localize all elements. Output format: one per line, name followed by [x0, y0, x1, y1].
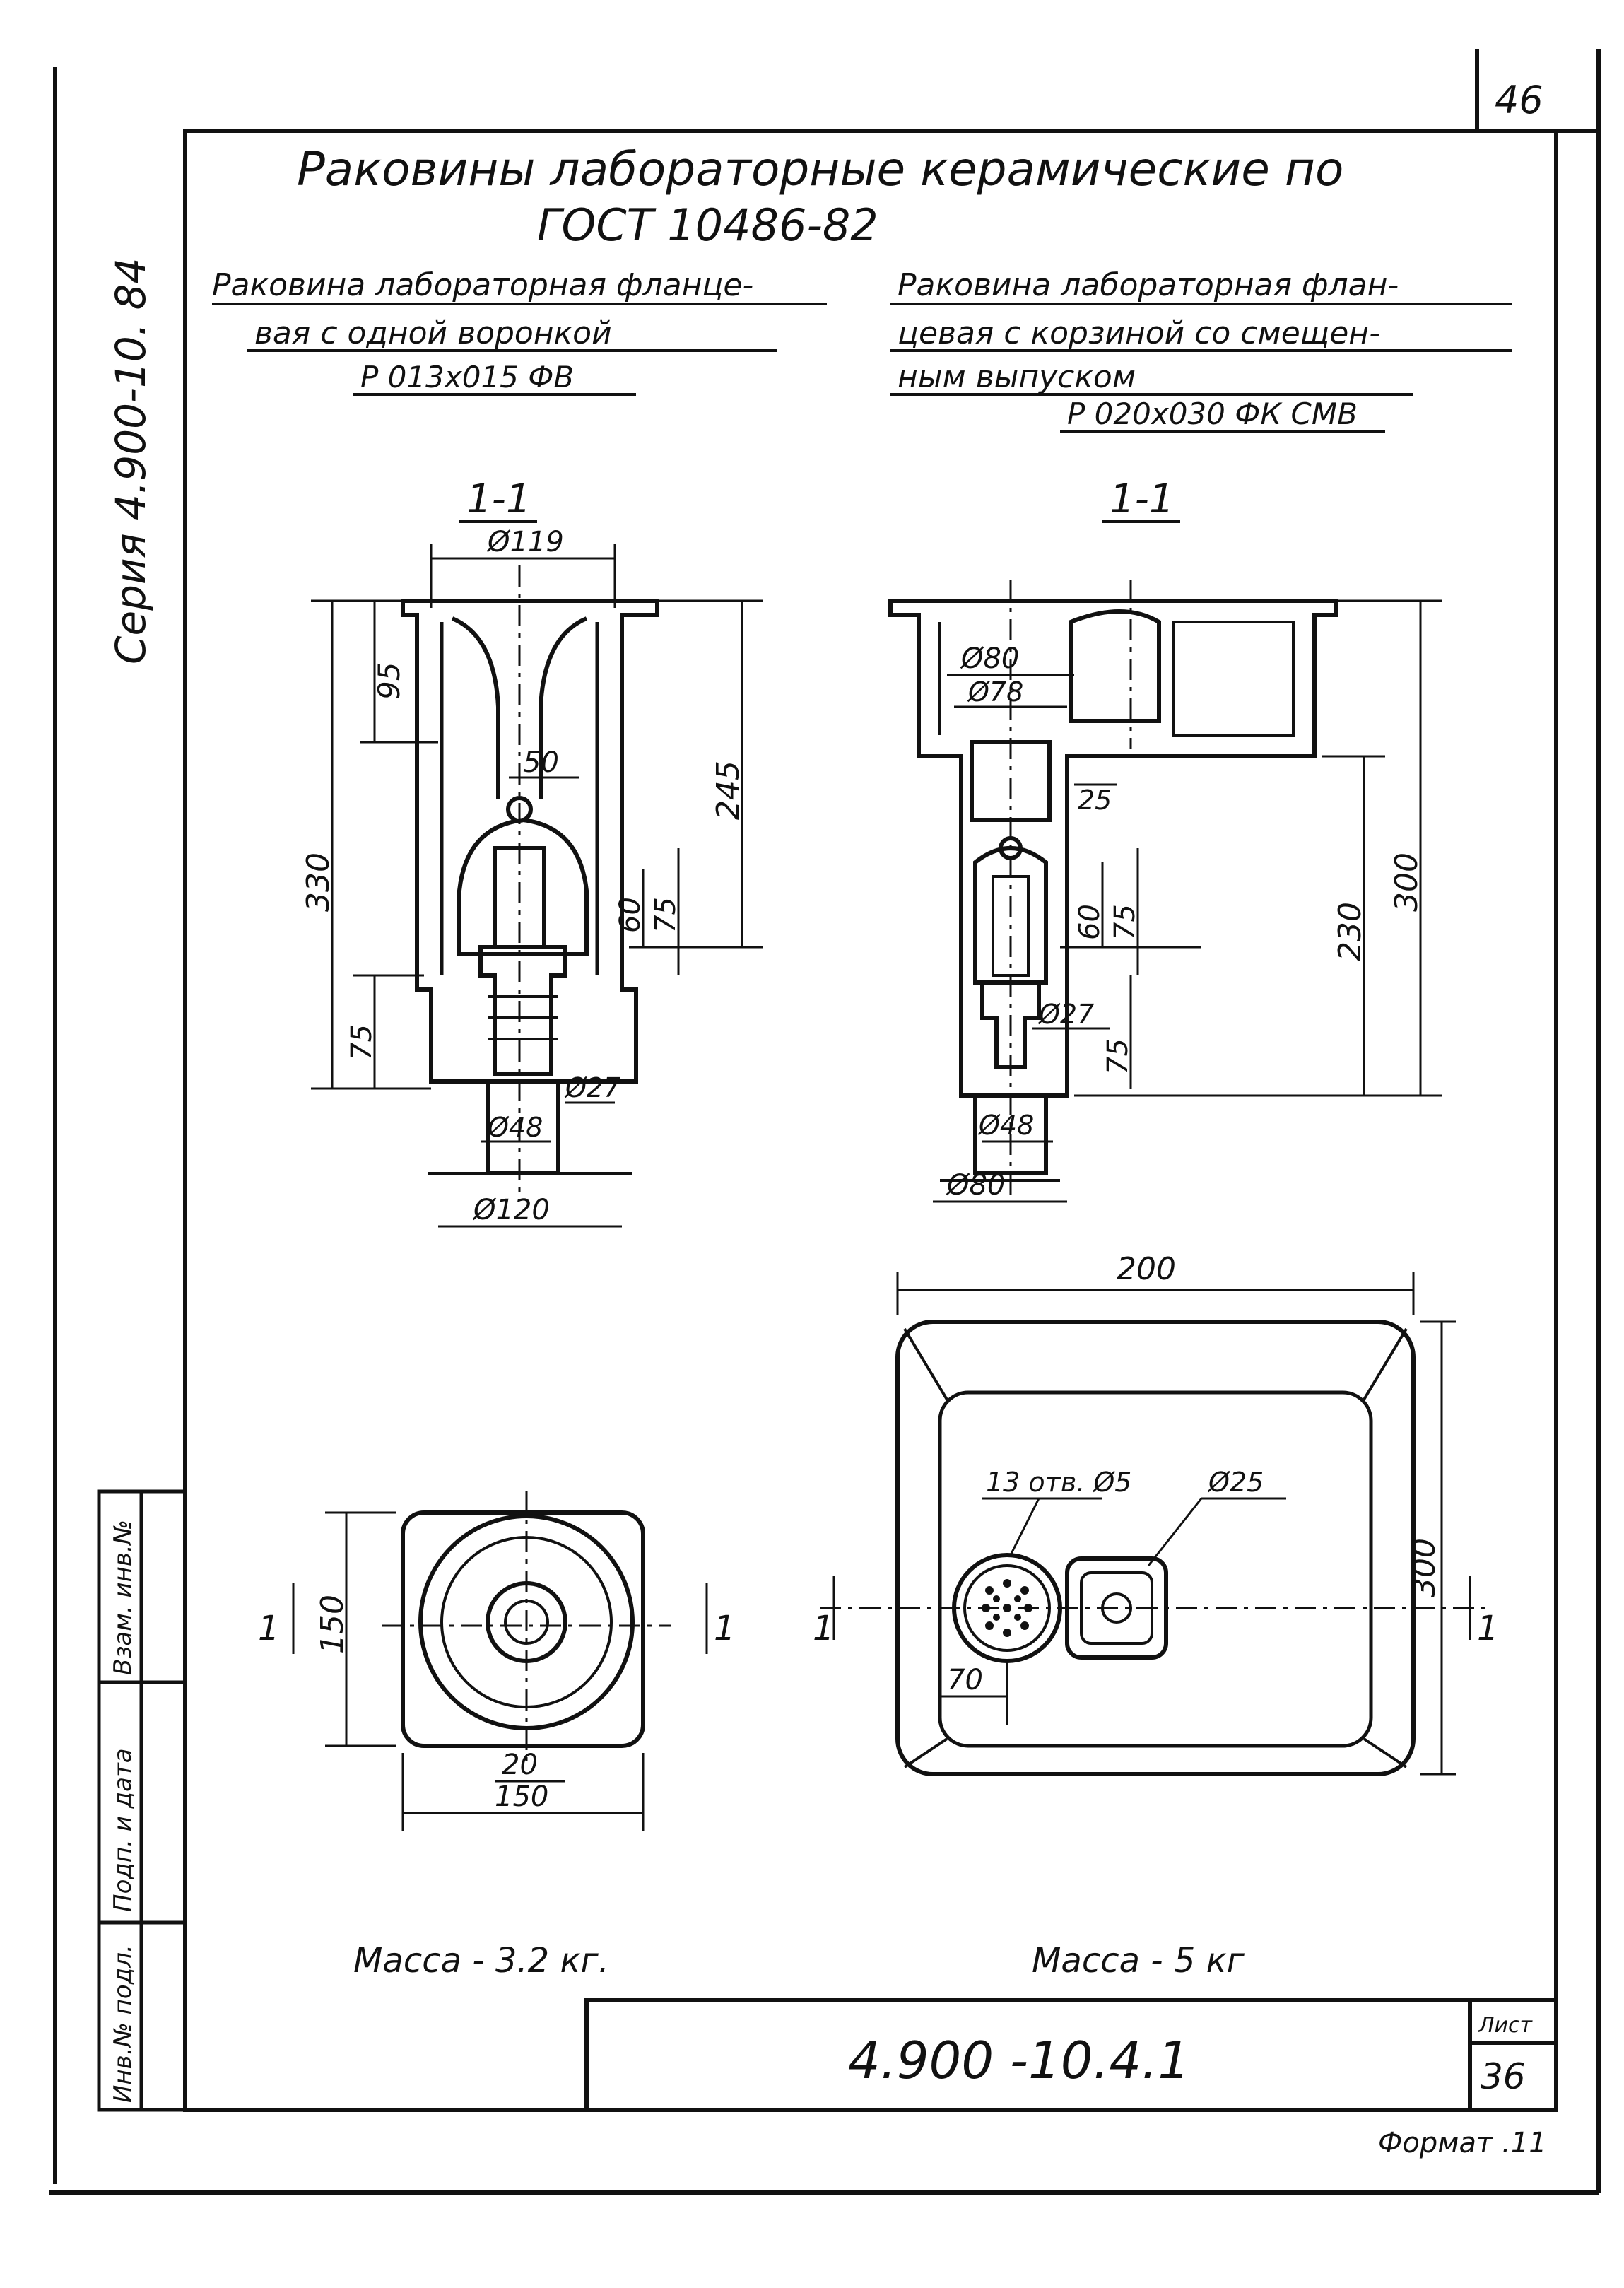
sheet-title-line1: Раковины лабораторные керамические по — [297, 142, 1343, 196]
left-plan-dim-150h: 150 — [495, 1780, 548, 1813]
right-dimension-lines — [933, 599, 1442, 1203]
stamp-vzam-inv: Взам. инв.№ — [109, 1520, 137, 1675]
sheet-label: Лист — [1478, 2013, 1534, 2038]
left-name-line2: вая с одной воронкой — [254, 315, 612, 351]
right-cut-mark-a: 1 — [813, 1609, 835, 1648]
left-dim-245: 245 — [710, 761, 746, 820]
stamp-inv-podl: Инв.№ подл. — [109, 1944, 137, 2103]
left-dim-60: 60 — [614, 897, 647, 933]
right-name-line1: Раковина лабораторная флан- — [898, 267, 1399, 303]
right-name-line3: ным выпуском — [898, 359, 1136, 395]
left-plan-dims — [292, 1491, 708, 1831]
sheet-title-line2: ГОСТ 10486-82 — [537, 199, 878, 251]
right-dim-25a: 25 — [1078, 785, 1112, 816]
right-dim-d80: Ø80 — [946, 1169, 1005, 1202]
right-dim-d27: Ø27 — [1037, 999, 1094, 1030]
right-dim-d48: Ø48 — [977, 1110, 1034, 1141]
right-dim-d78: Ø78 — [967, 676, 1023, 708]
right-dim-75b: 75 — [1102, 1038, 1134, 1074]
left-dim-75a: 75 — [649, 897, 682, 933]
right-plan-dim-200: 200 — [1117, 1251, 1176, 1287]
left-dimension-lines — [311, 544, 763, 1228]
stamp-podp-data: Подп. и дата — [109, 1748, 137, 1912]
right-plan-holes-label: 13 отв. Ø5 — [986, 1467, 1131, 1498]
left-section-label: 1-1 — [466, 476, 531, 522]
left-cut-mark-a: 1 — [258, 1609, 280, 1648]
sheet-number: 36 — [1481, 2056, 1526, 2097]
left-section-drawing — [401, 599, 659, 1175]
left-dim-d119: Ø119 — [486, 526, 564, 558]
right-plan-dim-d25: Ø25 — [1207, 1467, 1264, 1498]
right-cut-mark-b: 1 — [1477, 1609, 1499, 1648]
left-cut-mark-b: 1 — [714, 1609, 736, 1648]
left-plan-dim-20: 20 — [502, 1749, 538, 1781]
left-plan-drawing — [401, 1510, 645, 1748]
right-plan-dims — [820, 1272, 1491, 1776]
left-dim-d48: Ø48 — [486, 1112, 543, 1143]
page-corner-number: 46 — [1495, 78, 1543, 122]
right-code: Р 020х030 ФК СМВ — [1067, 397, 1358, 431]
doc-number: 4.900 -10.4.1 — [848, 2031, 1190, 2090]
right-name-line2: цевая с корзиной со смещен- — [898, 315, 1380, 351]
right-section-label: 1-1 — [1110, 476, 1174, 522]
left-mass: Масса - 3.2 кг. — [353, 1941, 609, 1981]
title-block — [584, 1998, 1558, 2112]
left-dim-d27: Ø27 — [564, 1072, 620, 1103]
format-label: Формат .11 — [1378, 2127, 1547, 2159]
right-dim-230: 230 — [1332, 902, 1368, 961]
left-dim-95: 95 — [372, 662, 406, 700]
margin-stamp-column — [97, 1489, 187, 2112]
sheet-frame — [49, 49, 1601, 2195]
right-dim-d80-top: Ø80 — [960, 643, 1019, 675]
left-dim-330: 330 — [300, 852, 336, 912]
right-dim-60: 60 — [1073, 904, 1106, 940]
right-plan-drawing — [895, 1320, 1416, 1776]
right-plan-dim-70: 70 — [947, 1664, 983, 1696]
right-plan-holes — [982, 1579, 1032, 1637]
left-dim-50: 50 — [523, 746, 559, 779]
right-mass: Масса - 5 кг — [1032, 1941, 1245, 1981]
right-plan-dim-300: 300 — [1406, 1538, 1442, 1597]
right-section-drawing — [888, 599, 1338, 1182]
right-dim-75a: 75 — [1109, 904, 1141, 940]
left-dim-d120: Ø120 — [472, 1194, 550, 1226]
left-name-line1: Раковина лабораторная фланце- — [212, 267, 753, 303]
right-dim-300v: 300 — [1389, 852, 1425, 912]
series-label: Серия 4.900-10. 84 — [107, 258, 155, 664]
left-code: Р 013х015 ФВ — [360, 360, 574, 394]
left-dim-75b: 75 — [346, 1024, 378, 1060]
left-plan-dim-150v: 150 — [314, 1595, 351, 1654]
